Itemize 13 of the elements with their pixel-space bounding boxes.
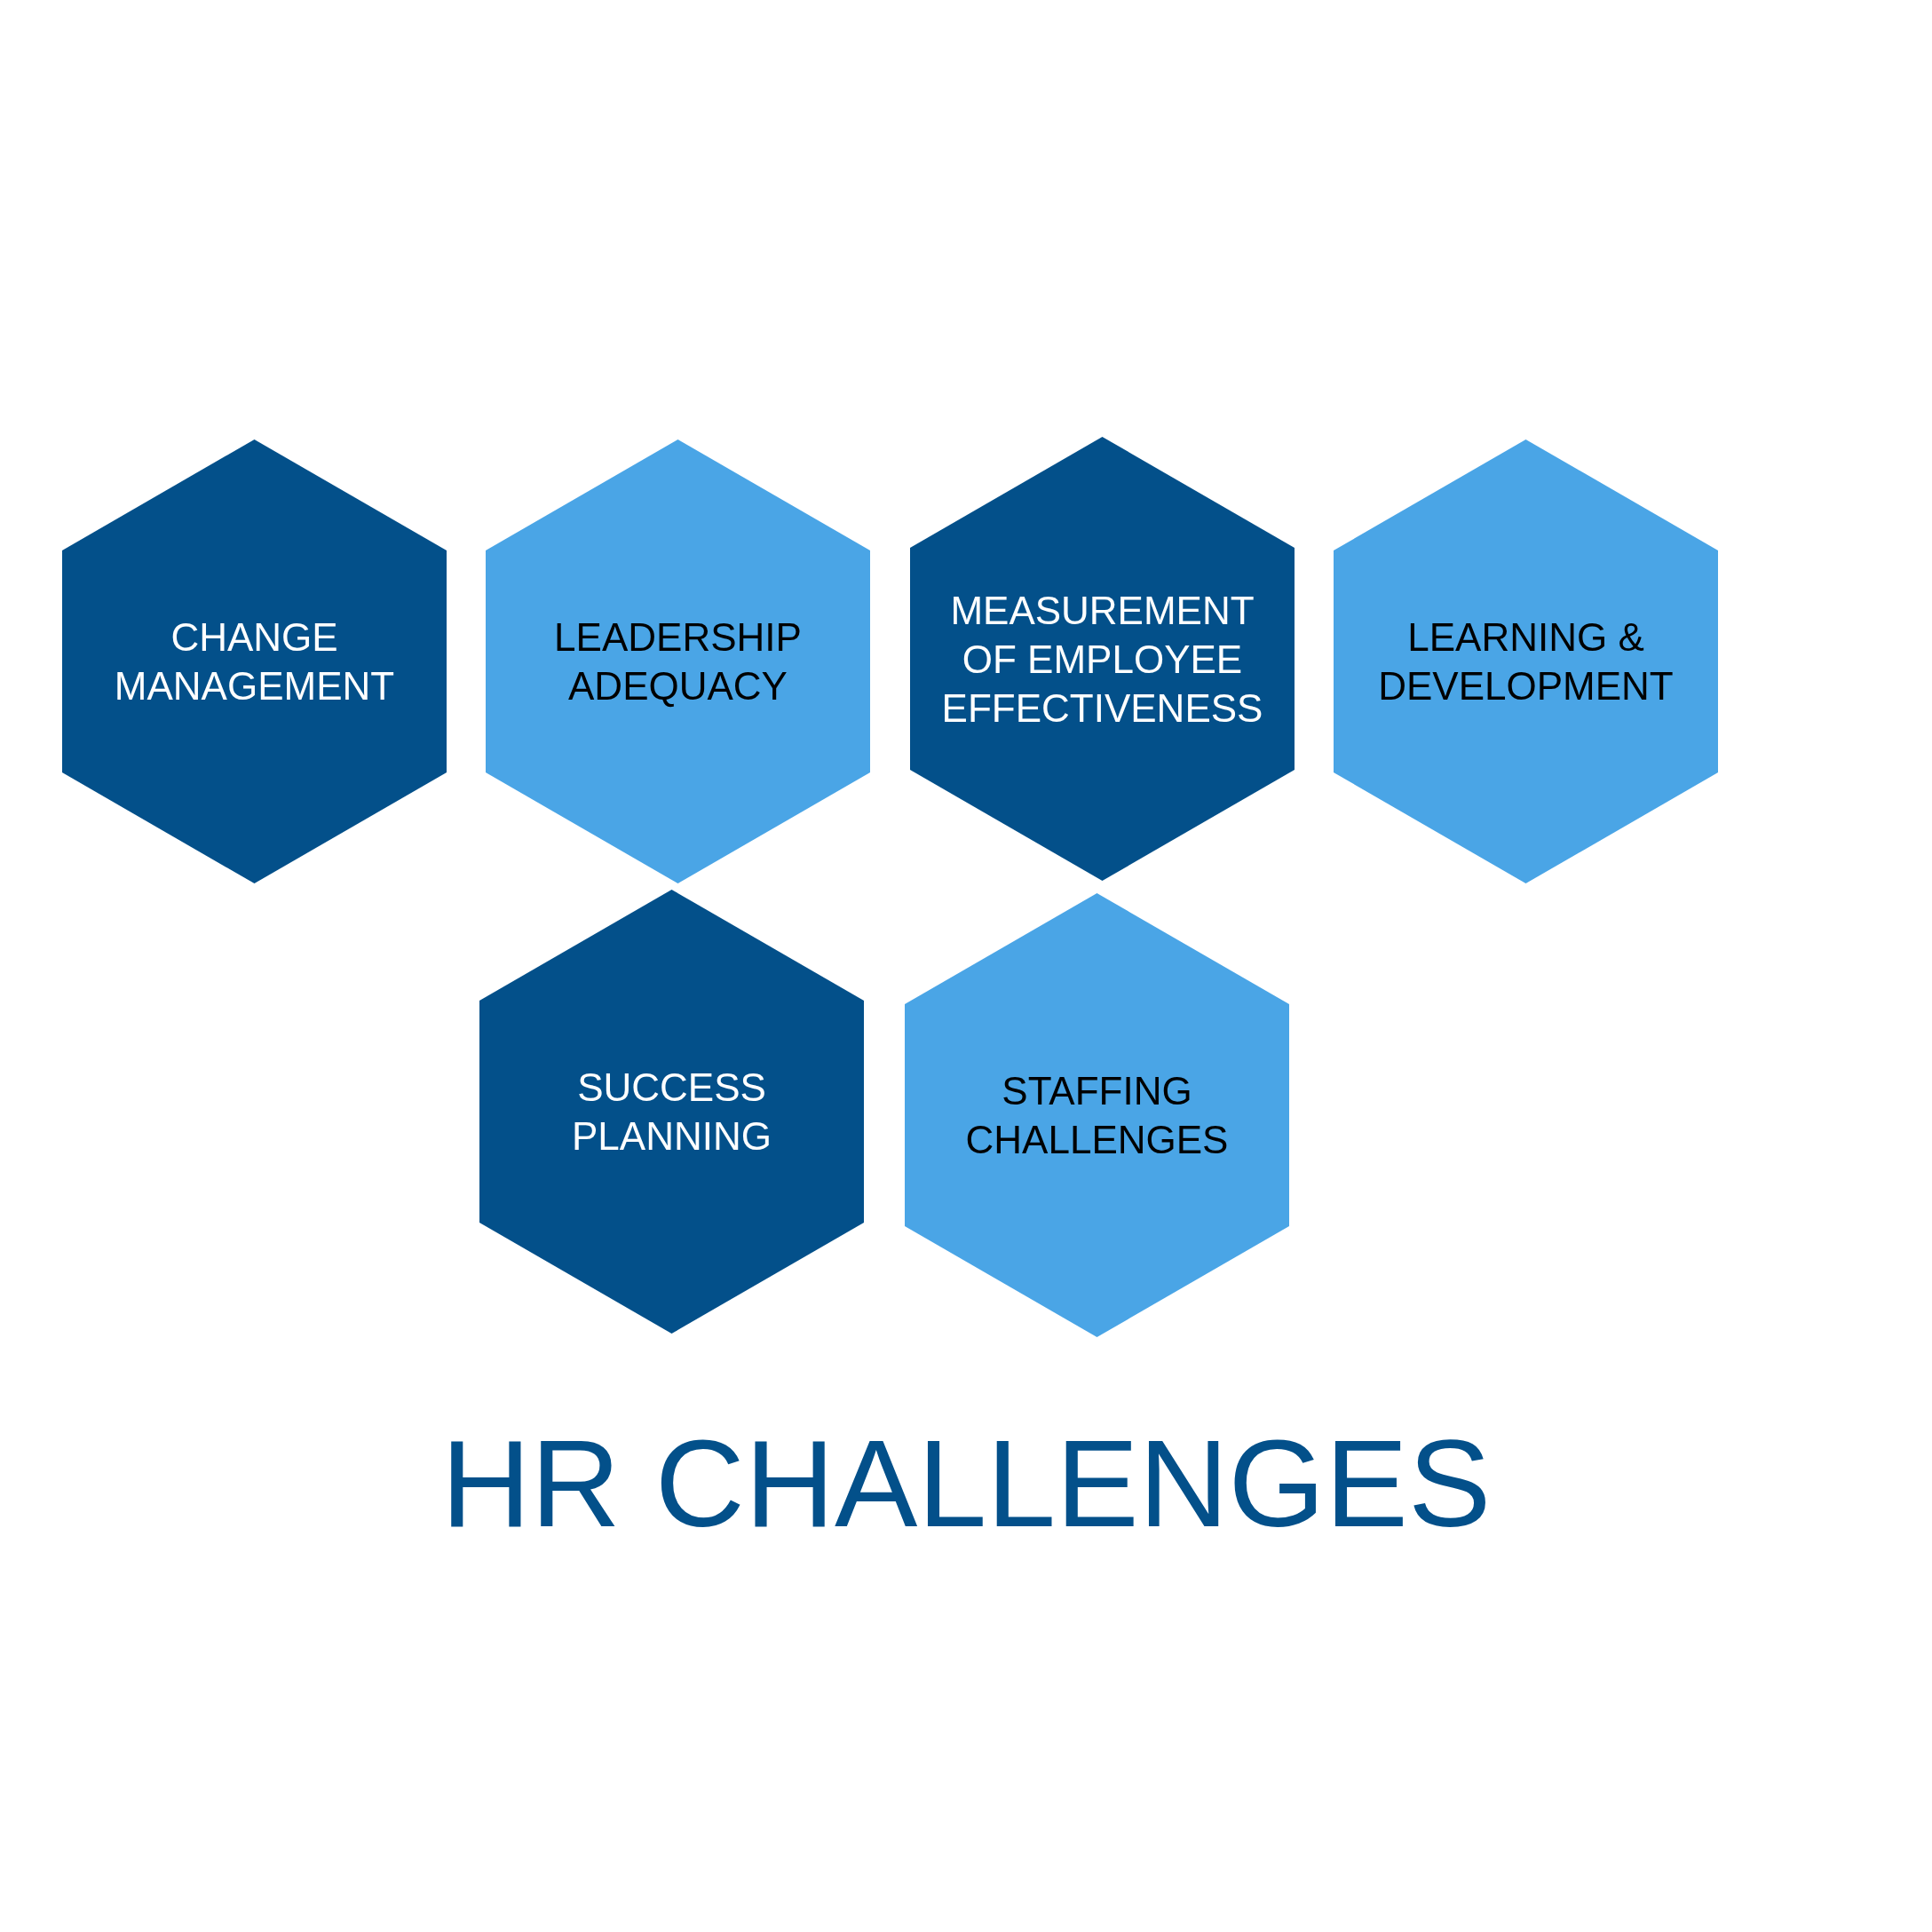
- title: HR CHALLENGES: [439, 1413, 1493, 1555]
- hexagon: [479, 890, 864, 1334]
- hexagon: [486, 439, 870, 883]
- hexagon: [910, 437, 1295, 881]
- hexagon-label: LEARNING & DEVELOPMENT: [1377, 614, 1675, 709]
- hexagon-label: SUCCESS PLANNING: [571, 1065, 772, 1160]
- hexagon-label: LEADERSHIP ADEQUACY: [553, 614, 803, 709]
- hexagon-label: MEASUREMENT OF EMPLOYEE EFFECTIVENESS: [940, 587, 1264, 732]
- hexagon-label: CHANGE MANAGEMENT: [113, 614, 396, 709]
- hexagon: [905, 893, 1289, 1337]
- hexagon: [1334, 439, 1718, 883]
- hexagon: [62, 439, 447, 883]
- hexagon-label: STAFFING CHALLENGES: [964, 1068, 1230, 1163]
